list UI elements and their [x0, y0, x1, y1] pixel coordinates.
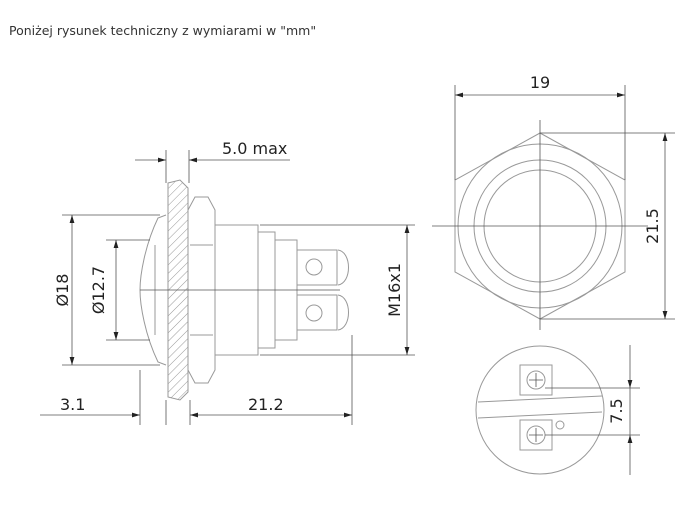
screw-top — [337, 249, 349, 286]
terminal-bottom — [296, 294, 338, 331]
screw-bottom — [337, 294, 349, 331]
dim-terminal-pitch: 7.5 — [607, 398, 626, 423]
dim-diameter-inner: Ø12.7 — [89, 266, 108, 314]
dim-panel-max: 5.0 max — [222, 139, 287, 158]
nut — [187, 196, 216, 384]
dim-dome-depth: 3.1 — [60, 395, 85, 414]
dim-diameter-outer: Ø18 — [53, 274, 72, 307]
front-view: 19 21.5 — [432, 73, 675, 330]
dim-body-length: 21.2 — [248, 395, 284, 414]
side-view — [139, 179, 349, 401]
dim-thread: M16x1 — [385, 263, 404, 317]
rear-view: 7.5 — [475, 345, 640, 475]
dim-hex-width: 19 — [530, 73, 550, 92]
side-dimensions: 5.0 max Ø18 Ø12.7 M16x1 3.1 21.2 — [40, 139, 415, 425]
terminal-screw-top — [519, 364, 553, 396]
dim-hex-height: 21.5 — [643, 208, 662, 244]
terminal-top — [296, 249, 338, 286]
caption: Poniżej rysunek techniczny z wymiarami w… — [9, 23, 317, 38]
